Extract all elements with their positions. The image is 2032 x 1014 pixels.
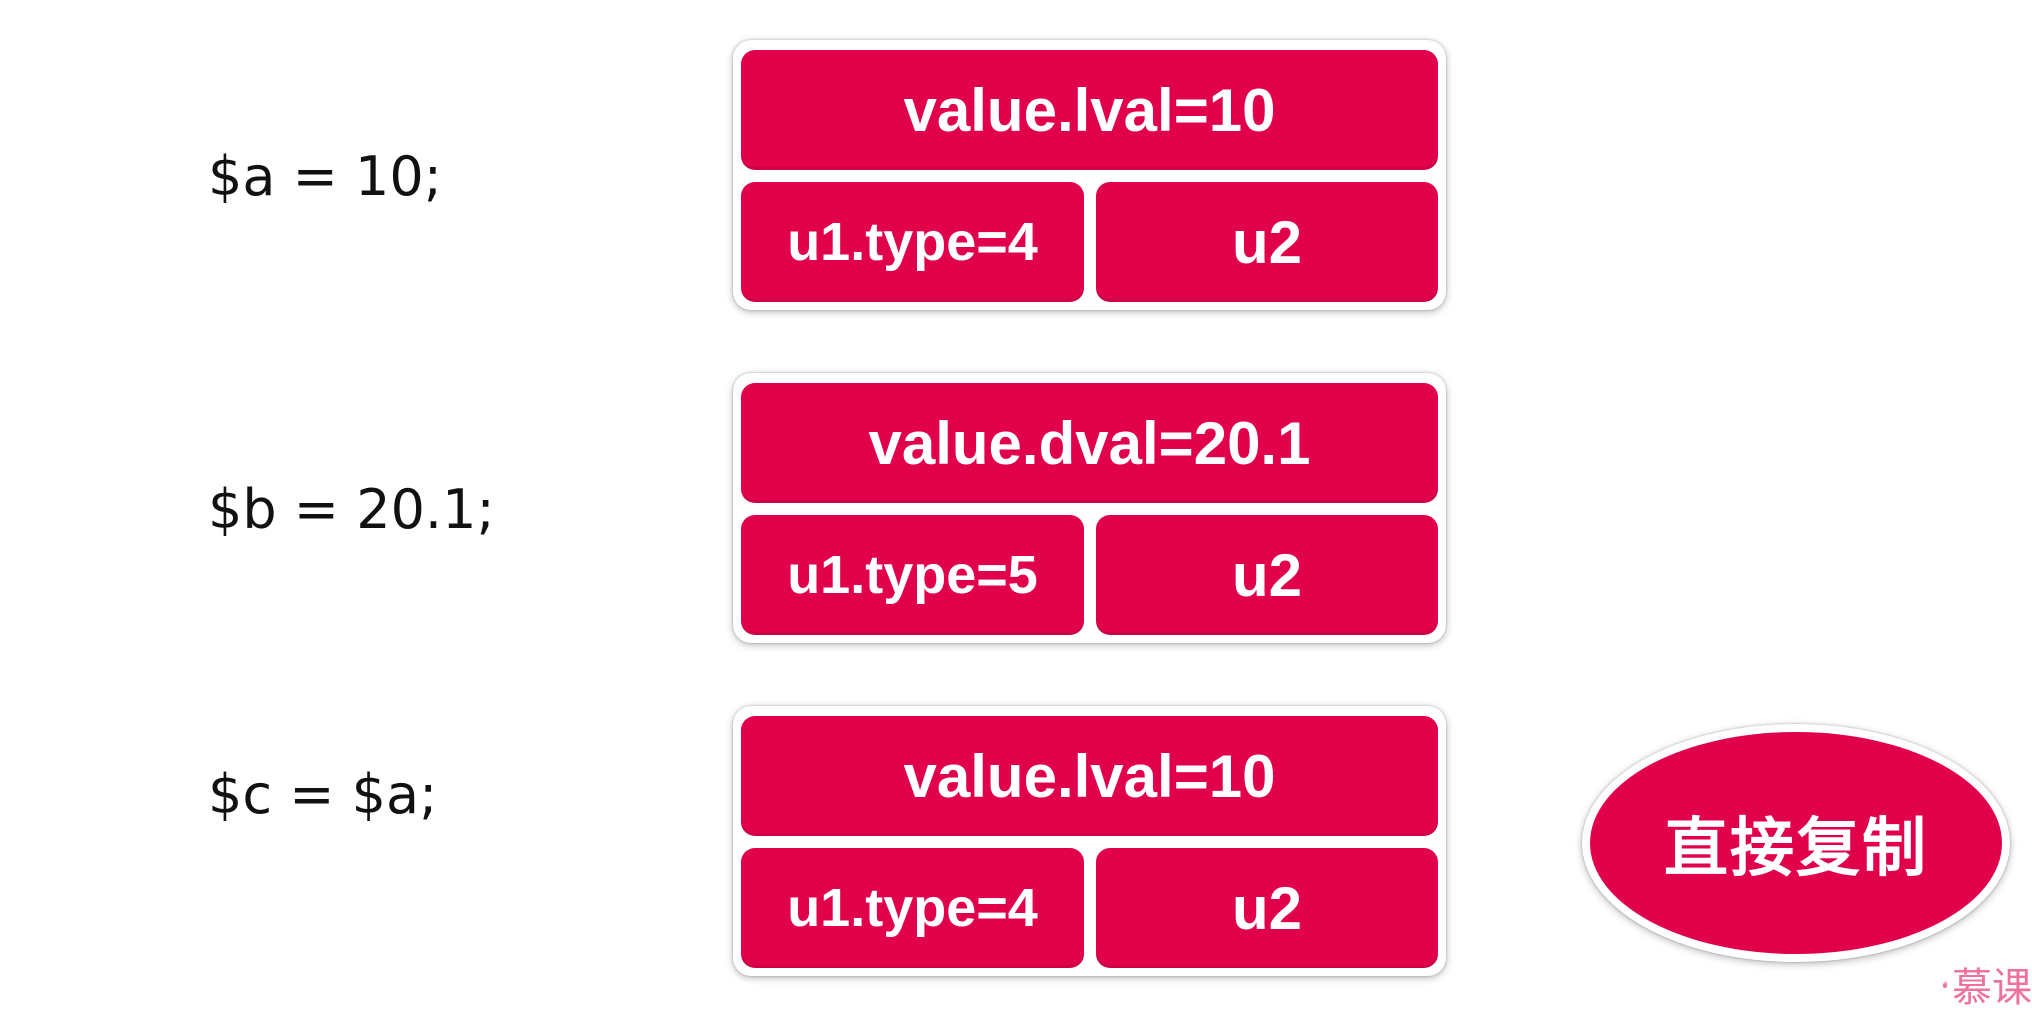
zval-value-cell: value.lval=10 — [741, 716, 1438, 836]
zval-value-cell: value.dval=20.1 — [741, 383, 1438, 503]
zval-u1-cell: u1.type=5 — [741, 515, 1084, 635]
zval-box-b: value.dval=20.1 u1.type=5 u2 — [733, 373, 1446, 643]
zval-box-a: value.lval=10 u1.type=4 u2 — [733, 40, 1446, 310]
zval-u1-cell: u1.type=4 — [741, 182, 1084, 302]
watermark-text: 慕课 — [1952, 965, 2032, 1011]
zval-box-c: value.lval=10 u1.type=4 u2 — [733, 706, 1446, 976]
code-line-a: $a = 10; — [208, 145, 442, 208]
direct-copy-callout: 直接复制 — [1582, 724, 2010, 962]
direct-copy-label: 直接复制 — [1590, 732, 2002, 954]
zval-u2-cell: u2 — [1096, 182, 1438, 302]
watermark-logo: 慕课 — [1942, 954, 2032, 1014]
code-line-c: $c = $a; — [208, 763, 438, 826]
zval-u1-cell: u1.type=4 — [741, 848, 1084, 968]
zval-u2-cell: u2 — [1096, 515, 1438, 635]
flame-icon — [1942, 980, 1948, 989]
zval-u2-cell: u2 — [1096, 848, 1438, 968]
zval-value-cell: value.lval=10 — [741, 50, 1438, 170]
code-line-b: $b = 20.1; — [208, 478, 495, 541]
